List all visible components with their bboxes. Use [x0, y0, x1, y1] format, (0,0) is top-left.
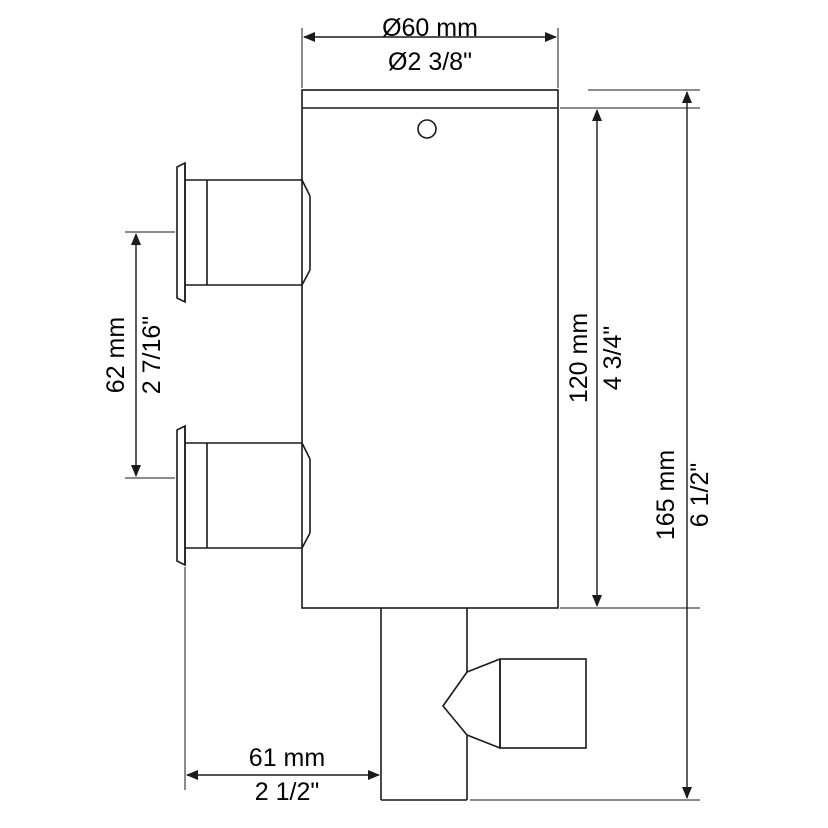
- dim-label-height-total-metric: 165 mm: [652, 450, 680, 540]
- dim-label-depth-metric: 61 mm: [249, 744, 325, 772]
- extension-lines-group: [125, 28, 700, 801]
- dim-label-depth-imperial: 2 1/2": [255, 778, 319, 806]
- dim-label-diameter-metric: Ø60 mm: [382, 14, 478, 42]
- dim-label-bracket-spacing-imperial: 2 7/16": [138, 316, 166, 394]
- upper-wall-plate: [176, 161, 186, 304]
- dimension-arrows-group: [131, 32, 692, 799]
- main-body-outline: [301, 89, 559, 609]
- upper-bracket-taper-bottom: [301, 269, 311, 286]
- body-hole: [417, 119, 437, 139]
- nozzle-angled-face: [441, 671, 468, 736]
- lower-wall-plate: [176, 424, 186, 567]
- dim-label-diameter-imperial: Ø2 3/8": [388, 48, 472, 76]
- dim-label-height-total-imperial: 6 1/2": [686, 463, 714, 527]
- upper-bracket-taper-top: [301, 179, 311, 197]
- nozzle-top-taper: [466, 658, 501, 673]
- lower-bracket-taper-bottom: [301, 532, 311, 549]
- product-outline-group: [176, 89, 587, 801]
- nozzle-bottom-taper: [466, 734, 501, 749]
- push-head-block: [499, 658, 587, 749]
- dim-label-bracket-spacing-metric: 62 mm: [102, 317, 130, 393]
- dim-label-height-body-imperial: 4 3/4": [599, 326, 627, 390]
- dim-label-height-body-metric: 120 mm: [565, 313, 593, 403]
- lower-bracket-taper-top: [301, 442, 311, 460]
